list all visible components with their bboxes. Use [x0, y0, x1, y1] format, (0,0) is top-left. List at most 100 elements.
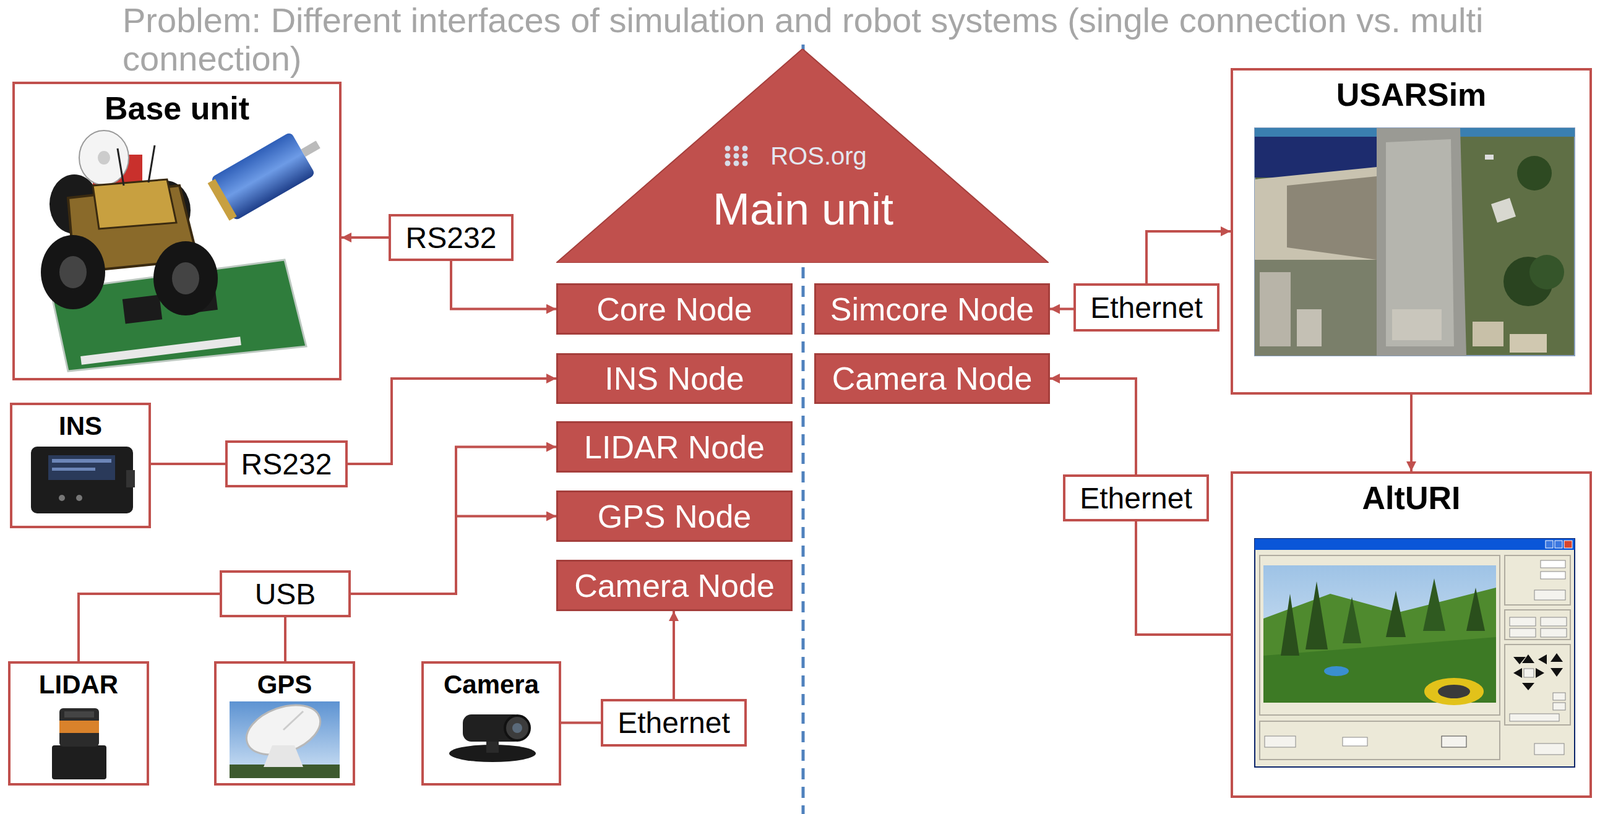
gps-picture	[283, 711, 304, 731]
box-heading: Base unit	[104, 90, 250, 128]
usarsim-screenshot	[1491, 197, 1516, 223]
base-unit-picture	[122, 294, 163, 324]
base-unit-picture	[59, 256, 87, 289]
ros-node-box: Camera Node	[814, 353, 1050, 405]
connector-line	[672, 611, 676, 700]
box-text: Simcore Node	[830, 290, 1034, 328]
box-heading: USARSim	[1336, 76, 1487, 114]
alturi-screenshot	[1538, 654, 1547, 665]
connector-line	[451, 261, 557, 310]
ins-picture	[51, 467, 96, 471]
connector-line	[150, 462, 226, 466]
alturi-screenshot	[1522, 654, 1535, 664]
alturi-screenshot	[1264, 736, 1296, 748]
usarsim-screenshot	[1296, 309, 1322, 347]
ins-picture	[30, 446, 135, 514]
alturi-screenshot	[1550, 668, 1563, 677]
alturi-screenshot	[1504, 555, 1571, 606]
base-unit-picture	[207, 178, 237, 221]
usarsim-screenshot	[1254, 128, 1575, 356]
alturi-screenshot	[1342, 597, 1362, 644]
alturi-screenshot	[1540, 571, 1566, 580]
gps-picture	[263, 745, 304, 768]
box-text: RS232	[241, 447, 333, 482]
alturi-screenshot	[1545, 540, 1553, 549]
alturi-screenshot	[1534, 743, 1565, 755]
usarsim-screenshot	[1376, 128, 1467, 356]
alturi-screenshot	[1259, 721, 1500, 760]
connector-line	[1049, 378, 1136, 475]
main-unit-triangle: ROS.orgMain unit	[556, 48, 1049, 263]
device-box: LIDAR	[8, 661, 150, 786]
connector-line	[1135, 521, 1231, 635]
box-heading: INS	[58, 411, 103, 442]
box-text: USB	[254, 577, 317, 612]
usarsim-screenshot	[1392, 309, 1442, 341]
camera-picture	[512, 723, 523, 734]
usarsim-screenshot	[1254, 128, 1575, 356]
usarsim-screenshot	[1254, 259, 1377, 356]
gps-picture	[229, 696, 340, 779]
alturi-screenshot	[1504, 610, 1571, 640]
camera-picture	[504, 715, 530, 741]
box-text: Camera Node	[574, 567, 775, 605]
base-unit-picture	[206, 123, 331, 224]
alturi-screenshot	[1509, 713, 1560, 722]
connector-line	[350, 447, 557, 595]
box-text: Camera Node	[832, 360, 1033, 398]
connector-line	[341, 236, 389, 239]
alturi-screenshot	[1263, 637, 1497, 703]
usarsim-screenshot	[1385, 139, 1454, 347]
device-box: GPS	[214, 661, 356, 786]
connector-line	[1146, 231, 1231, 284]
ins-picture	[76, 494, 83, 502]
box-heading: GPS	[257, 670, 313, 700]
alturi-screenshot	[1554, 540, 1563, 549]
base-unit-picture	[148, 145, 155, 183]
ros-node-box: Core Node	[556, 283, 793, 335]
base-unit-picture	[92, 179, 177, 229]
alturi-screenshot	[1324, 666, 1349, 677]
alturi-screenshot	[1504, 644, 1571, 726]
ros-node-box: LIDAR Node	[556, 421, 793, 473]
ros-node-box: GPS Node	[556, 490, 793, 542]
usarsim-screenshot	[1472, 321, 1504, 347]
alturi-screenshot	[1534, 590, 1566, 601]
alturi-screenshot	[1254, 538, 1575, 551]
interface-label-box: RS232	[388, 214, 514, 262]
lidar-picture	[64, 711, 95, 718]
alturi-screenshot	[1254, 538, 1575, 768]
lidar-picture	[51, 745, 107, 780]
ros-node-box: INS Node	[556, 353, 793, 405]
base-unit-picture	[80, 336, 242, 366]
base-unit-picture	[40, 235, 106, 310]
alturi-screenshot	[1509, 628, 1536, 638]
ins-picture	[48, 455, 116, 481]
alturi-screenshot	[1423, 578, 1446, 632]
alturi-screenshot	[1466, 587, 1485, 632]
box-heading: LIDAR	[38, 670, 119, 700]
lidar-picture	[51, 708, 107, 780]
connector-line	[283, 617, 287, 662]
usarsim-screenshot	[1509, 334, 1547, 353]
alturi-screenshot	[1535, 668, 1545, 679]
ins-picture	[30, 446, 134, 514]
alturi-screenshot	[1259, 555, 1500, 716]
usarsim-screenshot	[1259, 272, 1291, 347]
interface-label-box: Ethernet	[1062, 474, 1209, 522]
usarsim-screenshot	[1484, 154, 1494, 160]
alturi-screenshot	[1540, 617, 1567, 627]
base-unit-picture	[97, 150, 111, 165]
box-text: INS Node	[604, 360, 744, 398]
alturi-screenshot	[1522, 683, 1535, 691]
base-unit-picture	[300, 140, 320, 157]
interface-label-box: Ethernet	[600, 699, 747, 747]
base-unit-picture	[153, 241, 218, 316]
alturi-screenshot	[1523, 668, 1534, 678]
unit-title: Main unit	[712, 183, 894, 235]
device-box: Base unit	[12, 81, 342, 381]
alturi-screenshot	[1540, 628, 1567, 638]
device-box: Camera	[421, 661, 562, 786]
alturi-screenshot	[1564, 540, 1573, 549]
